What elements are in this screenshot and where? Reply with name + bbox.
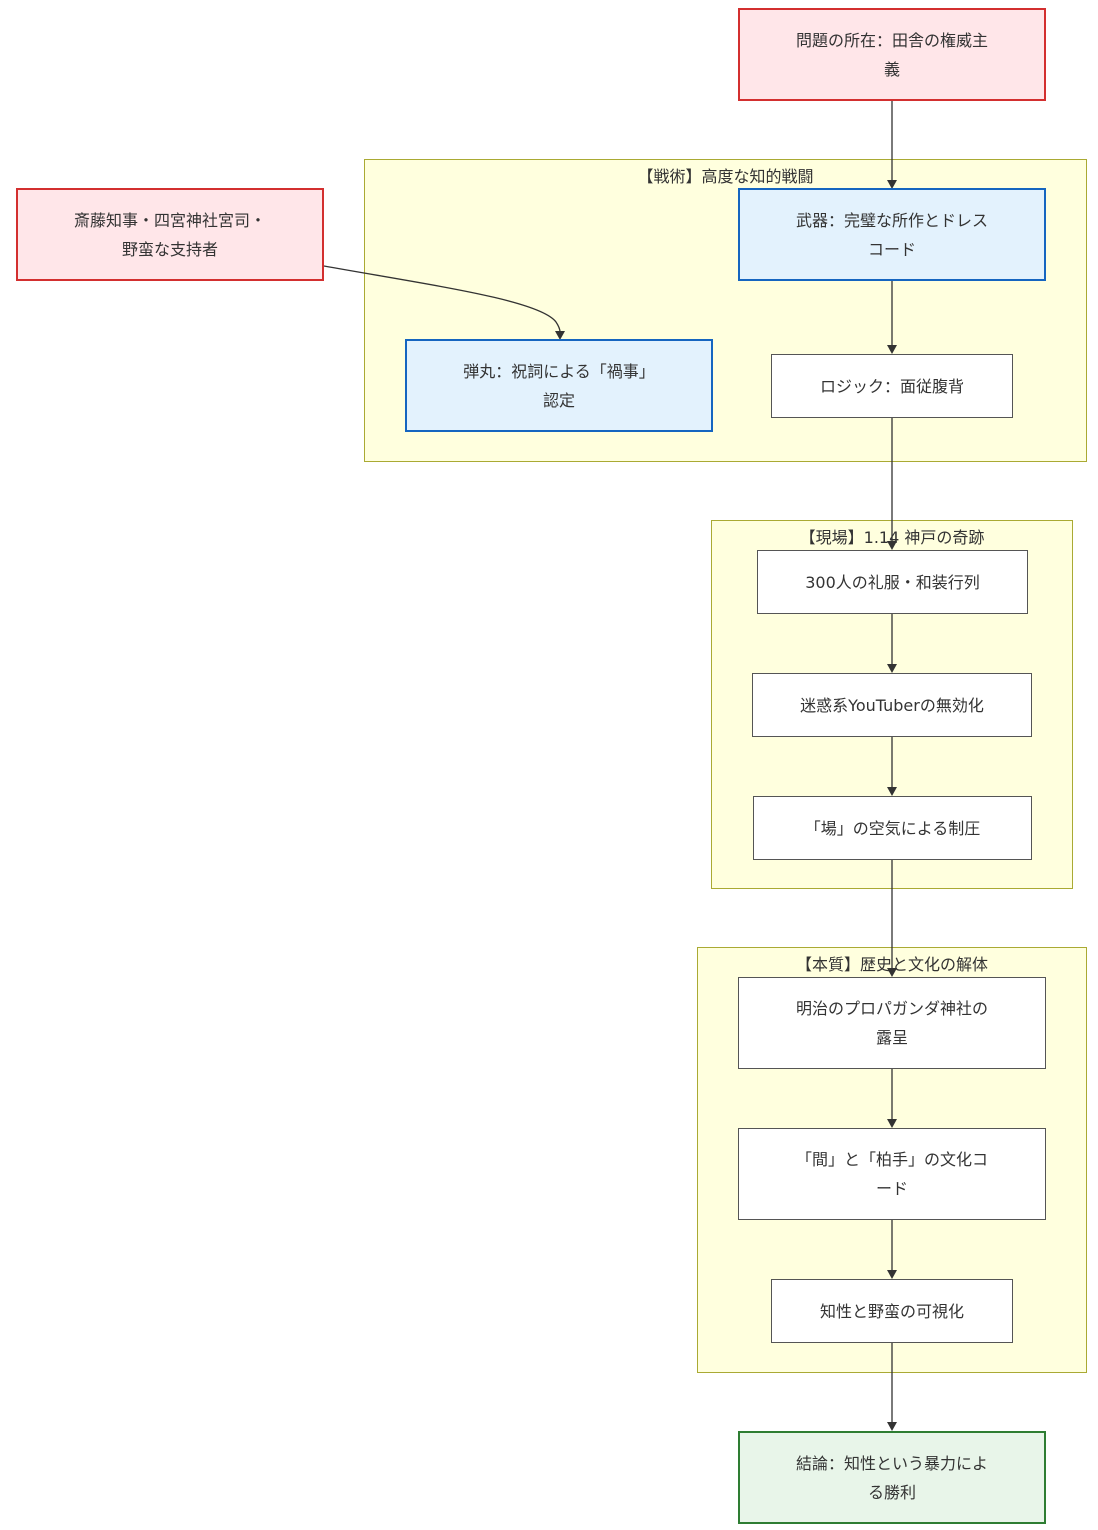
arrowhead-conclusion (887, 1422, 897, 1431)
node-meiji-line1: 明治のプロパガンダ神社の (795, 999, 988, 1018)
node-weapon-line1: 武器：完璧な所作とドレス (795, 210, 988, 230)
node-culture-code[interactable]: 「間」と「柏手」の文化コード (738, 1128, 1046, 1220)
node-atmosphere-line1: 「場」の空気による制圧 (804, 818, 981, 838)
node-conclusion[interactable]: 結論：知性という暴力による勝利 (738, 1431, 1046, 1524)
node-meiji[interactable]: 明治のプロパガンダ神社の露呈 (738, 977, 1046, 1069)
node-atmosphere[interactable]: 「場」の空気による制圧 (753, 796, 1032, 860)
cluster-essence-label: 【本質】歴史と文化の解体 (795, 955, 988, 974)
node-conclusion-line1: 結論：知性という暴力によ (795, 1453, 988, 1473)
node-conclusion-line2: る勝利 (867, 1482, 916, 1502)
node-bullet[interactable]: 弾丸：祝詞による「禍事」認定 (405, 339, 713, 432)
node-visualize[interactable]: 知性と野蛮の可視化 (771, 1279, 1013, 1343)
cluster-field-label: 【現場】1.14 神戸の奇跡 (799, 528, 985, 547)
node-bullet-line1: 弾丸：祝詞による「禍事」 (463, 361, 655, 381)
node-problem-line1: 問題の所在：田舎の権威主 (795, 30, 988, 50)
node-logic-line1: ロジック：面従腹背 (819, 376, 964, 396)
node-meiji-line2: 露呈 (875, 1028, 908, 1047)
node-opponents[interactable]: 斎藤知事・四宮神社宮司・野蛮な支持者 (16, 188, 324, 281)
node-procession-line1: 300人の礼服・和装行列 (805, 572, 980, 592)
node-culture-code-line1: 「間」と「柏手」の文化コ (795, 1150, 988, 1169)
node-weapon-line2: コード (867, 239, 916, 259)
cluster-tactics-label: 【戦術】高度な知的戦闘 (637, 167, 814, 186)
node-youtuber[interactable]: 迷惑系YouTuberの無効化 (752, 673, 1032, 737)
node-logic[interactable]: ロジック：面従腹背 (771, 354, 1013, 418)
node-opponents-line1: 斎藤知事・四宮神社宮司・ (73, 210, 266, 230)
node-youtuber-line1: 迷惑系YouTuberの無効化 (800, 695, 984, 715)
node-culture-code-line2: ード (875, 1179, 908, 1198)
node-opponents-line2: 野蛮な支持者 (121, 239, 218, 259)
node-bullet-line2: 認定 (542, 390, 575, 410)
node-weapon[interactable]: 武器：完璧な所作とドレスコード (738, 188, 1046, 281)
node-problem-line2: 義 (883, 59, 900, 79)
node-problem[interactable]: 問題の所在：田舎の権威主義 (738, 8, 1046, 101)
node-procession[interactable]: 300人の礼服・和装行列 (757, 550, 1028, 614)
node-visualize-line1: 知性と野蛮の可視化 (819, 1301, 964, 1321)
